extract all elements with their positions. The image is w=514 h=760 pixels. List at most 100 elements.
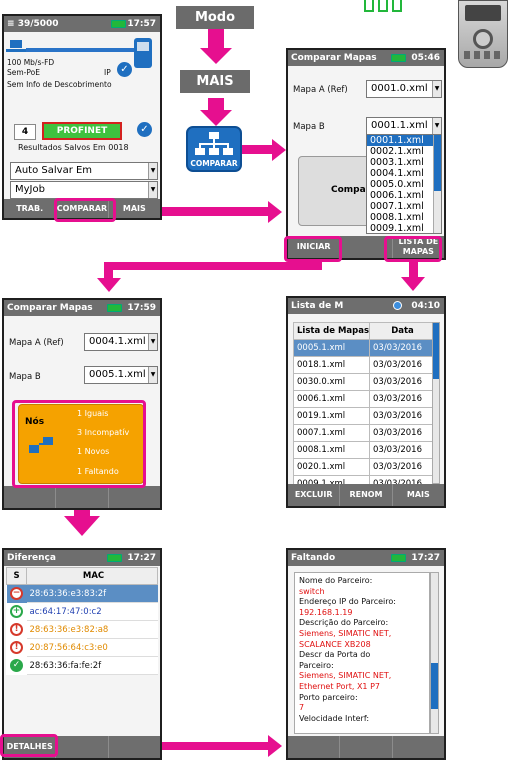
softkey-2[interactable] xyxy=(56,736,109,758)
screen-title: Comparar Mapas xyxy=(7,303,93,313)
table-cell: 03/03/2016 xyxy=(369,441,433,459)
excluir-button[interactable]: EXCLUIR xyxy=(288,484,341,506)
mapa-a-label: Mapa A (Ref) xyxy=(9,338,64,348)
col-header-lista[interactable]: Lista de Mapas xyxy=(293,322,370,340)
device-icon xyxy=(364,0,402,14)
bottom-bar: TRAB. COMPARAR MAIS xyxy=(4,199,160,218)
modo-button[interactable]: Modo xyxy=(176,6,254,29)
status-cell: ! xyxy=(7,621,27,639)
screen-title: Faltando xyxy=(291,553,336,563)
scrollbar[interactable] xyxy=(430,572,439,734)
table-row[interactable]: +ac:64:17:47:0:c2 xyxy=(6,602,158,621)
mapa-a-dropdown[interactable]: 0001.0.xml▼ xyxy=(366,80,442,98)
compare-button[interactable]: Compa xyxy=(298,156,378,226)
table-row[interactable]: !20:87:56:64:c3:e0 xyxy=(6,638,158,657)
nodes-icon xyxy=(29,437,53,453)
battery-icon xyxy=(111,20,126,28)
table-row[interactable]: ✓28:63:36:fa:fe:2f xyxy=(6,656,158,675)
mais-softkey[interactable]: MAIS xyxy=(406,490,430,499)
saved-results: Resultados Salvos Em 0018 xyxy=(18,143,129,152)
col-header-mac[interactable]: MAC xyxy=(26,567,158,585)
highlight-detalhes xyxy=(0,734,58,757)
softkey-3[interactable] xyxy=(109,486,160,508)
poe: Sem-PoE xyxy=(7,68,40,77)
comparar-button[interactable]: COMPARAR xyxy=(56,199,109,218)
scrollbar[interactable] xyxy=(432,322,440,484)
lista-de-mapas-button[interactable]: LISTA DE MAPAS xyxy=(398,237,439,256)
arrow-mais-comparar xyxy=(208,98,224,112)
option-item[interactable]: 0008.1.xml xyxy=(370,212,424,223)
option-item[interactable]: 0002.1.xml xyxy=(370,146,424,157)
softkey-3[interactable] xyxy=(109,736,160,758)
option-item[interactable]: 0005.0.xml xyxy=(370,179,424,190)
detail-line: Descr da Porta do xyxy=(299,650,371,660)
status-cell: ! xyxy=(7,639,27,657)
option-item[interactable]: 0004.1.xml xyxy=(370,168,424,179)
port-number: 4 xyxy=(14,124,36,140)
table-row[interactable]: −28:63:36:e3:83:2f xyxy=(6,584,158,603)
mapa-b-label: Mapa B xyxy=(293,122,325,132)
mais-button[interactable]: MAIS xyxy=(180,70,250,93)
mapa-a-dropdown[interactable]: 0004.1.xml▼ xyxy=(84,333,158,351)
bottom-bar: EXCLUIR RENOM MAIS xyxy=(288,484,444,506)
col-header-data[interactable]: Data xyxy=(369,322,433,340)
mapa-b-dropdown[interactable]: 0001.1.xml▼ xyxy=(366,117,442,135)
auto-save-dropdown[interactable]: Auto Salvar Em▼ xyxy=(10,162,158,180)
softkey-3[interactable] xyxy=(393,736,444,758)
mais-softkey[interactable]: MAIS xyxy=(122,204,146,213)
arrow-s5-s6 xyxy=(56,742,272,750)
softkey-2[interactable] xyxy=(340,736,393,758)
detail-line: Velocidade Interf: xyxy=(299,713,370,723)
table-cell: 03/03/2016 xyxy=(369,339,433,357)
softkey-1[interactable] xyxy=(4,486,57,508)
option-item[interactable]: 0003.1.xml xyxy=(370,157,424,168)
softkey-1[interactable] xyxy=(288,736,341,758)
table-row[interactable]: !28:63:36:e3:82:a8 xyxy=(6,620,158,639)
softkey-2[interactable] xyxy=(56,486,109,508)
comparar-icon-button[interactable]: COMPARAR xyxy=(186,126,242,172)
mapa-b-dropdown[interactable]: 0005.1.xml▼ xyxy=(84,366,158,384)
trab-button[interactable]: TRAB. xyxy=(4,199,57,218)
speed: 100 Mb/s-FD xyxy=(7,58,55,67)
menu-icon: ≡ xyxy=(7,19,15,29)
option-item[interactable]: 0007.1.xml xyxy=(370,201,424,212)
warn-icon: ! xyxy=(10,641,23,654)
plus-icon: + xyxy=(10,605,23,618)
profinet-button[interactable]: PROFINET xyxy=(42,122,122,140)
mac-cell: 20:87:56:64:c3:e0 xyxy=(26,638,158,657)
empty-softkey[interactable] xyxy=(340,236,393,258)
arrow-head xyxy=(200,48,232,64)
mapa-b-label: Mapa B xyxy=(9,372,41,382)
job-dropdown[interactable]: MyJob▼ xyxy=(10,181,158,199)
table-cell: 03/03/2016 xyxy=(369,458,433,476)
nodes-summary-button[interactable]: Nós 1 Iguais 3 Incompatív 1 Novos 1 Falt… xyxy=(18,404,144,484)
scrollbar[interactable] xyxy=(433,135,441,233)
ok-icon: ✓ xyxy=(10,659,23,672)
col-header-s[interactable]: S xyxy=(6,567,27,585)
discovery-info: Sem Info de Descobrimento xyxy=(7,80,112,89)
table-cell: 0019.1.xml xyxy=(293,407,370,425)
arrow-iniciar-s3 xyxy=(104,262,113,280)
highlight-nodes xyxy=(12,400,146,488)
battery-icon xyxy=(107,304,122,312)
mapa-a-label: Mapa A (Ref) xyxy=(293,85,348,95)
detail-line: 7 xyxy=(299,703,305,713)
option-item[interactable]: 0001.1.xml xyxy=(367,135,441,146)
table-cell: 0030.0.xml xyxy=(293,373,370,391)
renom-button[interactable]: RENOM xyxy=(340,484,393,506)
option-item[interactable]: 0006.1.xml xyxy=(370,190,424,201)
option-item[interactable]: 0009.1.xml xyxy=(370,223,424,234)
